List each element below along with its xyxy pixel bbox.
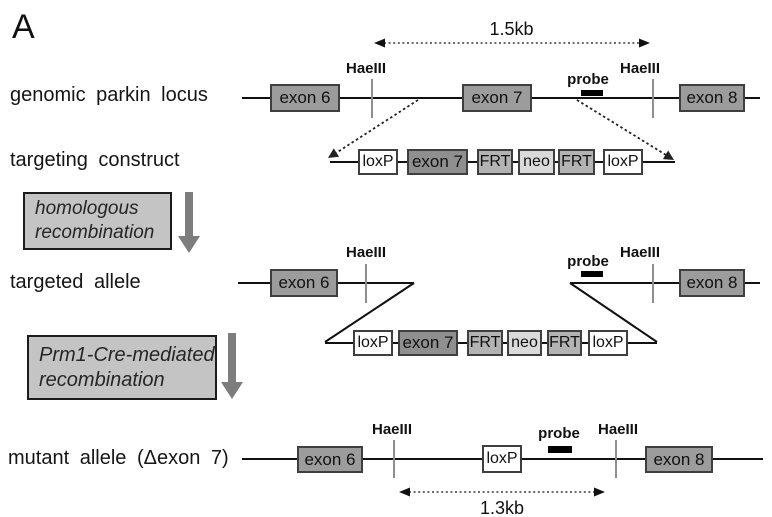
- genomic-haeIII-left-label: HaeIII: [345, 60, 387, 77]
- targeted-haeIII-right-label: HaeIII: [619, 244, 661, 261]
- dashed-connector-left: [335, 99, 419, 154]
- targeted-frt-right-box: FRT: [547, 330, 582, 356]
- mutant-exon8-box: exon 8: [645, 446, 713, 473]
- mutant-exon6-label: exon 6: [304, 449, 356, 469]
- targeted-fold-left: [324, 282, 415, 343]
- targeted-neo-box: neo: [507, 330, 542, 356]
- targeted-frt-right-label: FRT: [549, 334, 580, 351]
- genomic-haeIII-right-label: HaeIII: [619, 60, 661, 77]
- targeted-loxp-right-label: loxP: [592, 334, 624, 351]
- homologous-recombination-box: homologous recombination: [23, 192, 172, 250]
- size-label-1_5kb: 1.5kb: [489, 19, 534, 39]
- construct-frt-left-label: FRT: [479, 153, 511, 170]
- genomic-exon7-label: exon 7: [471, 88, 523, 107]
- targeted-loxp-left-box: loxP: [353, 330, 393, 356]
- size-label-1_3kb: 1.3kb: [479, 498, 525, 517]
- mutant-loxp-box: loxP: [482, 445, 522, 473]
- targeted-frt-left-label: FRT: [469, 334, 501, 351]
- targeted-fold-right: [569, 282, 658, 343]
- mutant-haeIII-left-label: HaeIII: [371, 421, 413, 438]
- genomic-probe-label: probe: [567, 71, 609, 88]
- targeted-haeIII-left-site: [365, 264, 367, 303]
- size-arrow-1_3kb-right-head: [594, 487, 605, 497]
- targeted-haeIII-right-site: [652, 264, 654, 303]
- construct-neo-label: neo: [523, 153, 550, 170]
- panel-label: A: [12, 8, 35, 46]
- dashed-connector-left-head: [328, 148, 340, 158]
- construct-exon7-box: exon 7: [407, 149, 468, 175]
- targeted-line-right: [570, 282, 760, 284]
- mutant-probe-bar: [548, 446, 572, 453]
- targeted-probe-label: probe: [567, 253, 609, 270]
- step2-line2: recombination: [39, 368, 165, 391]
- construct-loxp-right-box: loxP: [603, 149, 643, 175]
- mutant-probe-label: probe: [538, 425, 580, 442]
- construct-loxp-left-box: loxP: [358, 149, 398, 175]
- genomic-exon6-box: exon 6: [270, 84, 340, 112]
- targeted-exon6-box: exon 6: [270, 269, 338, 297]
- step1-line1: homologous: [35, 198, 139, 220]
- targeted-exon7-box: exon 7: [398, 330, 458, 356]
- targeted-neo-label: neo: [511, 334, 538, 351]
- construct-loxp-right-label: loxP: [607, 153, 639, 170]
- targeted-haeIII-left-label: HaeIII: [345, 244, 387, 261]
- construct-loxp-left-label: loxP: [362, 153, 394, 170]
- size-arrow-1_5kb-right-head: [639, 38, 650, 48]
- row-label-mutant: mutant allele (Δexon 7): [8, 447, 229, 469]
- targeted-exon8-label: exon 8: [686, 273, 738, 292]
- genomic-exon6-label: exon 6: [279, 88, 331, 107]
- construct-frt-left-box: FRT: [477, 149, 513, 175]
- genomic-exon8-label: exon 8: [686, 88, 738, 107]
- row-label-targeted: targeted allele: [10, 271, 141, 293]
- genomic-exon7-box: exon 7: [462, 84, 532, 112]
- targeted-exon7-label: exon 7: [402, 333, 454, 352]
- cre-recombination-arrow-head: [221, 382, 243, 399]
- mutant-exon6-box: exon 6: [297, 446, 363, 473]
- size-arrow-1_5kb-left-head: [374, 38, 385, 48]
- construct-neo-box: neo: [518, 149, 555, 175]
- targeted-probe-bar: [581, 271, 603, 277]
- step1-line2: recombination: [35, 222, 155, 243]
- mutant-exon8-label: exon 8: [653, 449, 705, 469]
- construct-exon7-label: exon 7: [411, 152, 464, 171]
- genomic-haeIII-left-site: [371, 79, 373, 118]
- targeted-exon6-label: exon 6: [278, 273, 330, 292]
- targeted-frt-left-box: FRT: [467, 330, 503, 356]
- row-label-genomic: genomic parkin locus: [10, 84, 208, 106]
- size-arrow-1_3kb-left-head: [399, 487, 410, 497]
- step2-line1: Prm1-Cre-mediated: [39, 343, 215, 366]
- genomic-exon8-box: exon 8: [679, 84, 745, 112]
- targeted-exon8-box: exon 8: [679, 269, 745, 297]
- targeted-loxp-right-box: loxP: [588, 330, 628, 356]
- construct-frt-right-label: FRT: [561, 153, 592, 170]
- construct-frt-right-box: FRT: [558, 149, 595, 175]
- mutant-loxp-label: loxP: [486, 450, 518, 467]
- dashed-connector-right-head: [662, 150, 674, 160]
- genomic-probe-bar: [581, 90, 603, 96]
- targeted-loxp-left-label: loxP: [357, 334, 389, 351]
- prm1-cre-recombination-box: Prm1-Cre-mediated recombination: [27, 335, 217, 400]
- homologous-recombination-arrow-head: [178, 236, 200, 253]
- mutant-haeIII-left-site: [393, 440, 395, 478]
- genomic-haeIII-right-site: [652, 79, 654, 118]
- dashed-connector-right: [576, 99, 667, 156]
- mutant-haeIII-right-site: [615, 440, 617, 478]
- mutant-haeIII-right-label: HaeIII: [597, 421, 639, 438]
- row-label-construct: targeting construct: [10, 149, 180, 171]
